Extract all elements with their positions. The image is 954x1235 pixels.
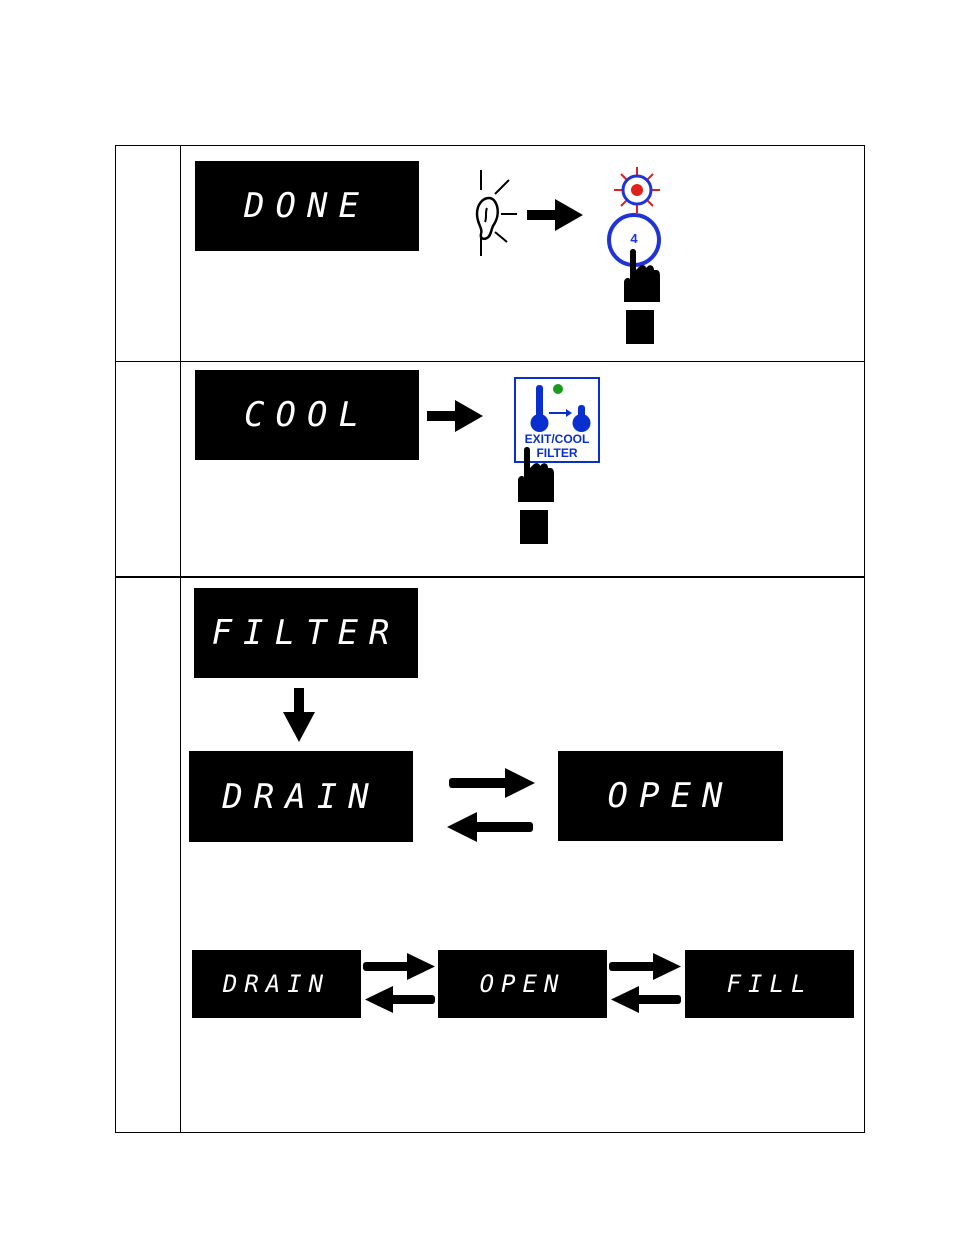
key-label-line1: EXIT/COOL — [524, 432, 590, 446]
procedure-table — [115, 145, 865, 1133]
pressing-hand-icon — [518, 447, 554, 544]
display-open-small: OPEN — [438, 950, 607, 1018]
button-number: 4 — [630, 231, 638, 246]
arrow-right-icon — [427, 400, 483, 432]
display-cool: COOL — [195, 370, 419, 460]
display-done: DONE — [195, 161, 419, 251]
pressing-hand-icon — [624, 249, 660, 344]
thermometer-transfer-icon — [530, 384, 591, 432]
key-label-line2: FILTER — [536, 446, 578, 460]
arrow-down-icon — [283, 688, 315, 742]
toggle-arrows-icon — [363, 953, 435, 1013]
display-fill-small: FILL — [685, 950, 854, 1018]
table-column-divider — [180, 145, 181, 1133]
display-drain: DRAIN — [189, 751, 413, 842]
display-filter: FILTER — [194, 588, 418, 678]
row-divider-2 — [115, 576, 865, 578]
toggle-arrows-icon — [447, 768, 535, 842]
flashing-indicator-icon — [614, 167, 660, 213]
display-open: OPEN — [558, 751, 783, 841]
ear-sound-icon — [475, 170, 517, 256]
display-drain-small: DRAIN — [192, 950, 361, 1018]
arrow-right-icon — [527, 199, 583, 231]
toggle-arrows-icon — [609, 953, 681, 1013]
row-divider-1 — [115, 361, 865, 362]
